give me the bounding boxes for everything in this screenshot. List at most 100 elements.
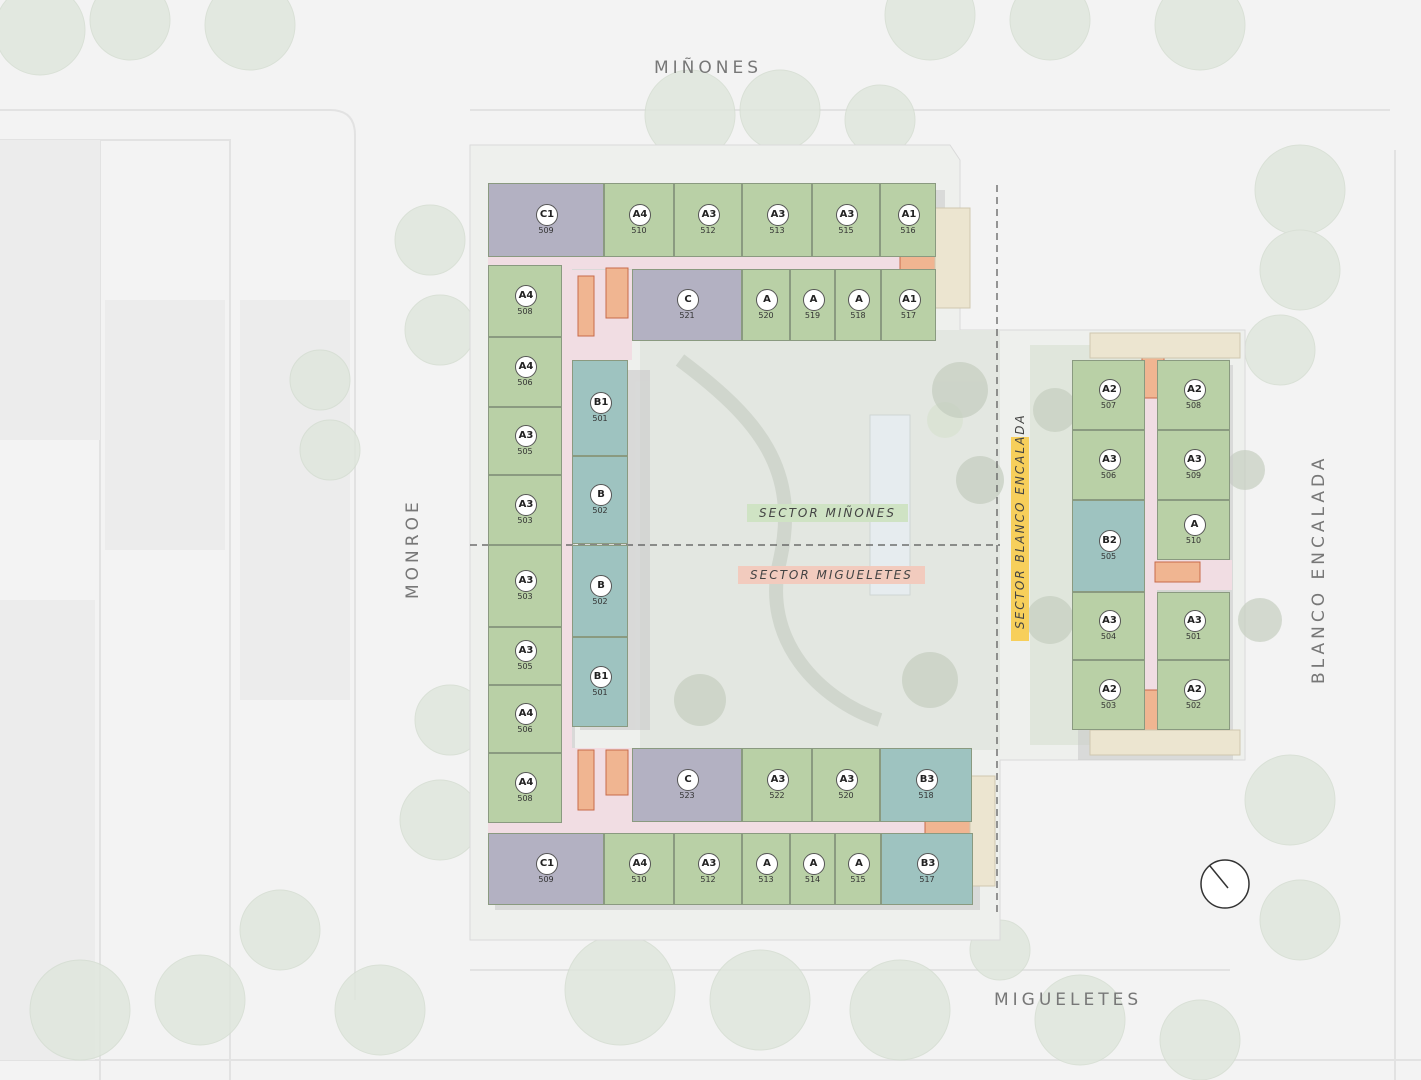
unit-type-badge: A3 [515,494,537,516]
unit-type-badge: A [802,289,825,311]
unit-number: 508 [1185,401,1202,410]
unit-number: 501 [592,688,608,697]
unit-number: 502 [592,597,608,606]
unit-type-badge: C [677,769,699,791]
unit-number: 501 [592,414,608,423]
unit-type-badge: A4 [515,356,537,378]
unit-type-badge: A2 [1098,379,1121,401]
unit-type-badge: A [756,289,778,311]
street-label-north: MIÑONES [654,58,763,78]
unit-type-badge: A [848,289,870,311]
unit-type-badge: A3 [515,570,537,592]
unit-number: 509 [1185,471,1202,480]
unit-type-badge: A1 [898,289,921,311]
unit-number: 513 [758,875,774,884]
street-label-east: BLANCO ENCALADA [1309,454,1329,684]
street-label-south: MIGUELETES [994,990,1143,1010]
unit-number: 520 [838,791,854,800]
unit-type-badge: A3 [836,204,858,226]
unit-number: 509 [538,226,554,235]
trees [0,0,1346,1080]
unit-number: 515 [850,875,866,884]
unit-type-badge: B3 [916,769,938,791]
unit-number: 519 [804,311,821,320]
unit-number: 514 [804,875,821,884]
unit-type-badge: B1 [590,666,612,688]
unit-type-badge: A4 [515,285,537,307]
unit-number: 503 [1100,701,1117,710]
unit-type-badge: A4 [515,772,537,794]
unit-type-badge: A3 [1183,610,1206,632]
unit-type-badge: C1 [536,204,558,226]
unit-number: 502 [592,506,608,515]
unit-number: 505 [1100,552,1117,561]
unit-type-badge: C1 [536,853,558,875]
unit-number: 504 [1100,632,1117,641]
unit-type-badge: B [590,575,612,597]
unit-type-badge: A3 [767,204,789,226]
unit-type-badge: B [590,484,612,506]
unit-number: 512 [700,226,716,235]
unit-number: 521 [679,311,695,320]
sector-label-minones: SECTOR MIÑONES [747,504,908,522]
unit-number: 506 [1100,471,1117,480]
unit-type-badge: A1 [898,204,920,226]
unit-type-badge: A3 [515,640,537,662]
unit-type-badge: A4 [629,853,651,875]
unit-number: 506 [517,725,533,734]
unit-type-badge: B1 [590,392,612,414]
unit-type-badge: A2 [1098,679,1121,701]
unit-type-badge: A [802,853,825,875]
unit-number: 502 [1185,701,1202,710]
sector-label-blanco-encalada: SECTOR BLANCO ENCALADA [1011,413,1029,641]
unit-type-badge: A [848,853,870,875]
unit-number: 518 [918,791,934,800]
unit-number: 503 [517,592,533,601]
unit-number: 512 [700,875,716,884]
